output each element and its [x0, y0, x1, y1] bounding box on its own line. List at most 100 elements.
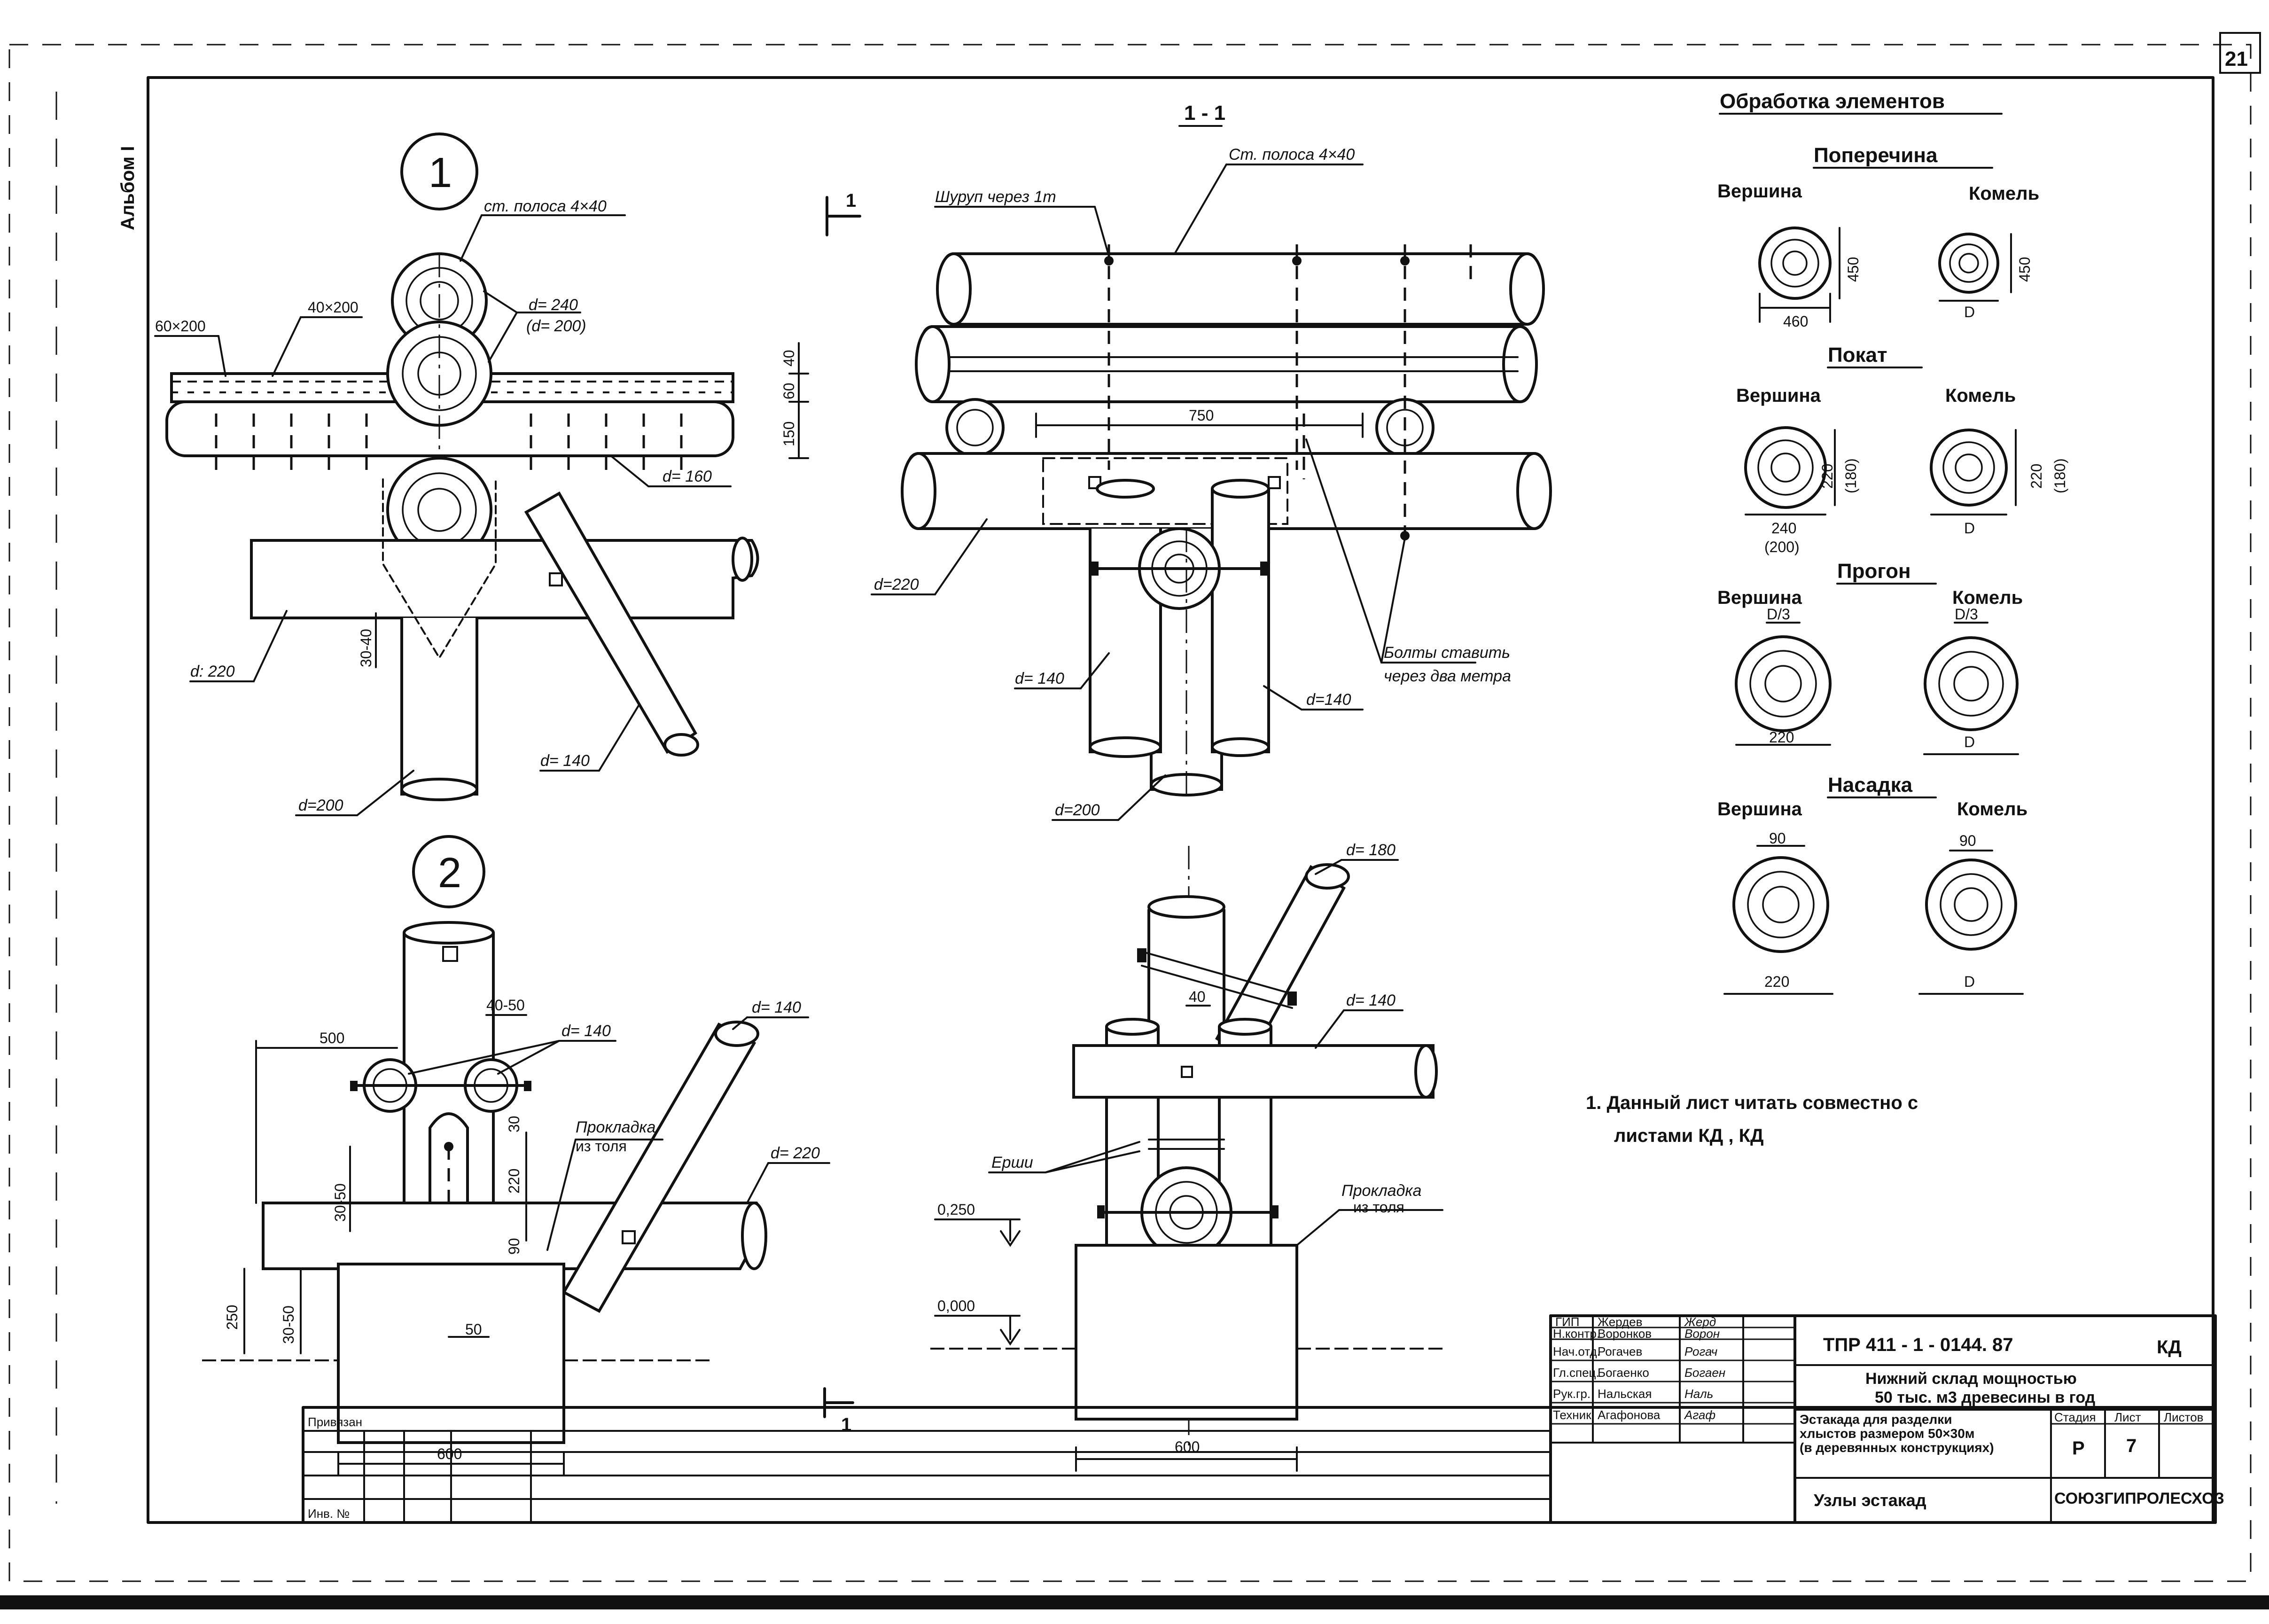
stage-header: Стадия: [2054, 1410, 2096, 1424]
inventory-label: Инв. №: [308, 1507, 350, 1521]
cap-title: Насадка: [1828, 773, 1913, 796]
node2-height-30: 30: [506, 1116, 522, 1132]
node3-beam: [1072, 1044, 1435, 1099]
span-750-dim: 750: [1189, 407, 1214, 424]
doc-mark: КД: [2157, 1337, 2182, 1358]
purlin-top-cut: D/3: [1767, 606, 1790, 623]
node2-d220-beam: d= 220: [771, 1144, 820, 1162]
beam-d220: [250, 539, 759, 619]
purlin-butt-label: Комель: [1952, 587, 2023, 608]
crossbar-top-width: 460: [1783, 313, 1808, 330]
node-2-drawing: 2 1 500 40-50 d= 140 d= 1: [202, 835, 854, 1476]
signature-5: Агаф: [1684, 1408, 1715, 1422]
node-3-drawing: d= 180 d= 140 40 Ерши Прокладка из толя …: [930, 841, 1443, 1472]
doc-code: ТПР 411 - 1 - 0144. 87: [1823, 1335, 2013, 1355]
name-1: Воронков: [1598, 1327, 1652, 1341]
board-40x200-label: 40×200: [308, 299, 359, 316]
roll-top-width-alt: (200): [1764, 539, 1800, 555]
name-3: Богаенко: [1598, 1366, 1649, 1380]
purlin-butt-cut: D/3: [1955, 606, 1978, 623]
signature-0: Жерд: [1684, 1315, 1716, 1329]
node2-width-600: 600: [437, 1445, 462, 1462]
brace-right-d140: [1211, 489, 1270, 753]
role-0: ГИП: [1555, 1315, 1579, 1329]
signatures: Жерд Ворон Рогач Богаен Наль Агаф: [1684, 1315, 1725, 1422]
section-post-label: d=200: [1055, 801, 1100, 819]
dim-60: 60: [780, 383, 797, 399]
role-2: Нач.отд.: [1553, 1344, 1600, 1359]
drawing-title: Узлы эстакад: [1814, 1491, 1926, 1510]
crossbar-butt-height: 450: [2016, 257, 2033, 282]
project-line-1: Нижний склад мощностью: [1865, 1370, 2077, 1388]
node2-height-250: 250: [224, 1305, 241, 1330]
brace-left-label: d= 140: [1015, 670, 1064, 687]
node2-height-30-50-b: 30-50: [280, 1305, 297, 1344]
gap-30-40-dim: 30-40: [358, 629, 374, 667]
role-1: Н.контр.: [1553, 1327, 1600, 1341]
node2-width-40-50: 40-50: [486, 997, 525, 1014]
note-line-2: листами КД , КД: [1614, 1125, 1764, 1146]
roll-top-width: 240: [1771, 520, 1796, 537]
roll-top-height: 220: [1819, 464, 1836, 489]
post-d200: [400, 618, 478, 796]
sheets-header: Листов: [2164, 1410, 2203, 1424]
d220-label: d: 220: [190, 663, 235, 680]
node-2-marker: [412, 835, 485, 908]
processing-section: Обработка элементов Поперечина Вершина К…: [1717, 90, 2068, 995]
section-mark-top: 1: [846, 190, 856, 211]
name-0: Жердев: [1598, 1315, 1642, 1329]
node3-w40: 40: [1189, 988, 1206, 1005]
project-line-2: 50 тыс. м3 древесины в год: [1875, 1389, 2095, 1406]
roll-butt-width: D: [1964, 520, 1975, 537]
crossbar-title: Поперечина: [1814, 144, 1938, 167]
bolts-note-2: через два метра: [1384, 667, 1511, 685]
roll-butt-label: Комель: [1945, 385, 2016, 406]
cap-d220-label: d=220: [874, 576, 919, 593]
node2-d140-purlins: d= 140: [561, 1022, 611, 1040]
cap-butt-label: Комель: [1957, 799, 2027, 820]
organization: СОЮЗГИПРОЛЕСХОЗ: [2054, 1490, 2224, 1507]
node2-height-90: 90: [506, 1238, 522, 1255]
cap-top-cut: 90: [1769, 830, 1786, 847]
brace-d140-label: d= 140: [540, 752, 590, 770]
screw-label: Шуруп через 1m: [935, 188, 1056, 206]
node3-level-0: 0,000: [937, 1297, 975, 1314]
node3-d180: d= 180: [1346, 841, 1396, 859]
roll-butt-height: 220: [2028, 464, 2045, 489]
dim-40: 40: [780, 350, 797, 367]
strip-4x40-label: ст. полоса 4×40: [484, 197, 607, 215]
node2-width-50: 50: [465, 1321, 482, 1338]
node2-height-30-50: 30-50: [332, 1183, 349, 1222]
crossbar-top-label: Вершина: [1717, 181, 1802, 202]
node3-pad-1: Прокладка: [1341, 1182, 1421, 1200]
note-line-1: 1. Данный лист читать совместно с: [1586, 1093, 1918, 1113]
processing-title: Обработка элементов: [1720, 90, 1945, 113]
section-strip-label: Ст. полоса 4×40: [1229, 146, 1355, 164]
roll-butt-height-alt: (180): [2051, 458, 2068, 493]
desc-line-2: хлыстов размером 50×30м: [1800, 1426, 1975, 1441]
sheet-value: 7: [2126, 1436, 2136, 1456]
section-1-1-drawing: 1 - 1: [871, 102, 1552, 821]
cap-top-label: Вершина: [1717, 799, 1802, 820]
purlin-butt-width: D: [1964, 734, 1975, 750]
signature-1: Ворон: [1684, 1327, 1720, 1341]
crossbar-butt-width: D: [1964, 304, 1975, 320]
purlin-top-width: 220: [1769, 729, 1794, 746]
brace-d140: [524, 491, 697, 754]
role-4: Рук.гр.: [1553, 1387, 1591, 1401]
node2-d140-brace: d= 140: [752, 999, 801, 1016]
cap-top-width: 220: [1764, 973, 1789, 990]
brace-right-label: d=140: [1306, 691, 1351, 709]
signature-4: Наль: [1684, 1387, 1713, 1401]
album-label: Альбом I: [117, 146, 138, 230]
node2-pad-2: из толя: [576, 1138, 627, 1155]
name-5: Агафонова: [1598, 1408, 1661, 1422]
node3-level-250: 0,250: [937, 1201, 975, 1218]
d200-alt-label: (d= 200): [526, 317, 586, 335]
top-log: [943, 252, 1538, 326]
name-4: Нальская: [1598, 1387, 1652, 1401]
purlin-top-label: Вершина: [1717, 587, 1802, 608]
node3-pad-2: из толя: [1353, 1199, 1404, 1216]
d160-label: d= 160: [663, 468, 712, 485]
